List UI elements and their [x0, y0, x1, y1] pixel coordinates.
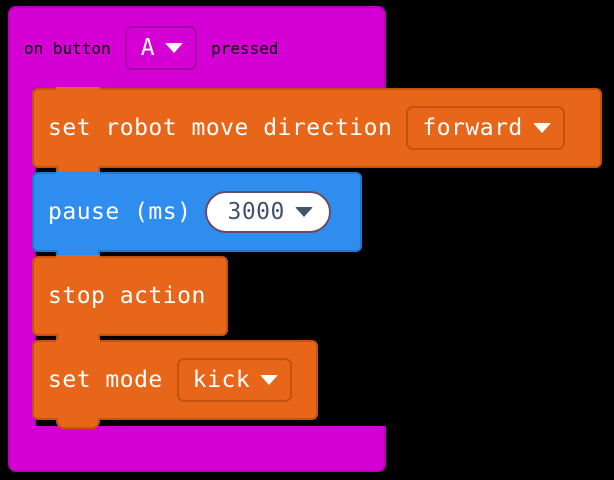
chevron-down-icon — [532, 123, 551, 133]
statement-set-mode[interactable]: set mode kick — [32, 339, 318, 429]
pause-duration-field[interactable]: 3000 — [205, 191, 331, 233]
event-block-header[interactable]: on button A pressed — [8, 6, 386, 90]
statement-label-set-mode: set mode — [48, 367, 163, 393]
chevron-down-icon — [260, 375, 279, 385]
button-dropdown[interactable]: A — [124, 26, 198, 70]
event-label-suffix: pressed — [211, 38, 279, 58]
chevron-down-icon — [165, 43, 184, 53]
statement-pause[interactable]: pause (ms) 3000 — [32, 171, 362, 261]
statement-label-set-robot-move-direction: set robot move direction — [48, 115, 393, 141]
event-block-spine — [8, 86, 36, 432]
mode-dropdown[interactable]: kick — [176, 358, 293, 402]
statement-label-pause: pause (ms) — [48, 199, 192, 225]
event-label-prefix: on button — [24, 38, 111, 58]
direction-dropdown[interactable]: forward — [406, 106, 565, 150]
statement-set-robot-move-direction[interactable]: set robot move direction forward — [32, 87, 602, 177]
chevron-down-icon — [294, 207, 313, 217]
statement-label-stop-action: stop action — [48, 283, 206, 309]
direction-dropdown-value: forward — [422, 115, 523, 141]
button-dropdown-value: A — [140, 35, 156, 61]
mode-dropdown-value: kick — [192, 367, 251, 393]
pause-duration-value: 3000 — [227, 199, 285, 225]
statement-stop-action[interactable]: stop action — [32, 255, 228, 345]
event-block-footer — [8, 426, 386, 472]
